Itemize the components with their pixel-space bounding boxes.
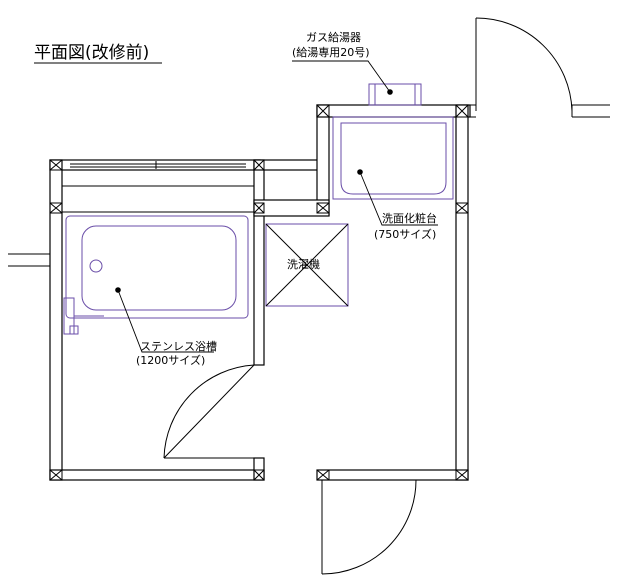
wall-center-lower	[253, 457, 265, 481]
window	[70, 161, 246, 169]
walls	[8, 104, 610, 481]
plan-title: 平面図(改修前)	[34, 43, 149, 63]
label-bathtub: ステンレス浴槽 (1200サイズ)	[115, 287, 217, 367]
wall-bath-top	[49, 159, 261, 171]
wall-inner-horizontal	[253, 199, 330, 217]
bathtub	[63, 215, 249, 335]
column-markers	[49, 104, 469, 481]
washer-pan	[265, 223, 349, 307]
wall-bath-bottom	[49, 469, 265, 481]
gas-water-heater	[368, 83, 422, 106]
vanity	[332, 116, 454, 200]
bathroom-door	[163, 364, 255, 459]
wall-right	[455, 104, 469, 481]
vanity-label: 洗面化粧台	[382, 211, 437, 225]
washer-label: 洗濯機	[287, 257, 320, 271]
wall-center-upper	[253, 159, 265, 366]
wall-vanity-left	[316, 104, 330, 216]
label-gas-heater: ガス給湯器 (給湯専用20号)	[292, 30, 393, 95]
wall-vanity-top	[316, 104, 471, 118]
vanity-spec: (750サイズ)	[374, 227, 436, 241]
wall-bottom-right	[316, 469, 469, 481]
gas-heater-spec: (給湯専用20号)	[292, 45, 370, 59]
entry-door-bottom	[321, 479, 417, 575]
label-vanity: 洗面化粧台 (750サイズ)	[357, 169, 438, 241]
bathtub-label: ステンレス浴槽	[140, 340, 217, 353]
entry-door-top-right	[475, 17, 573, 112]
bathtub-spec: (1200サイズ)	[136, 353, 205, 367]
gas-heater-label: ガス給湯器	[306, 30, 361, 44]
